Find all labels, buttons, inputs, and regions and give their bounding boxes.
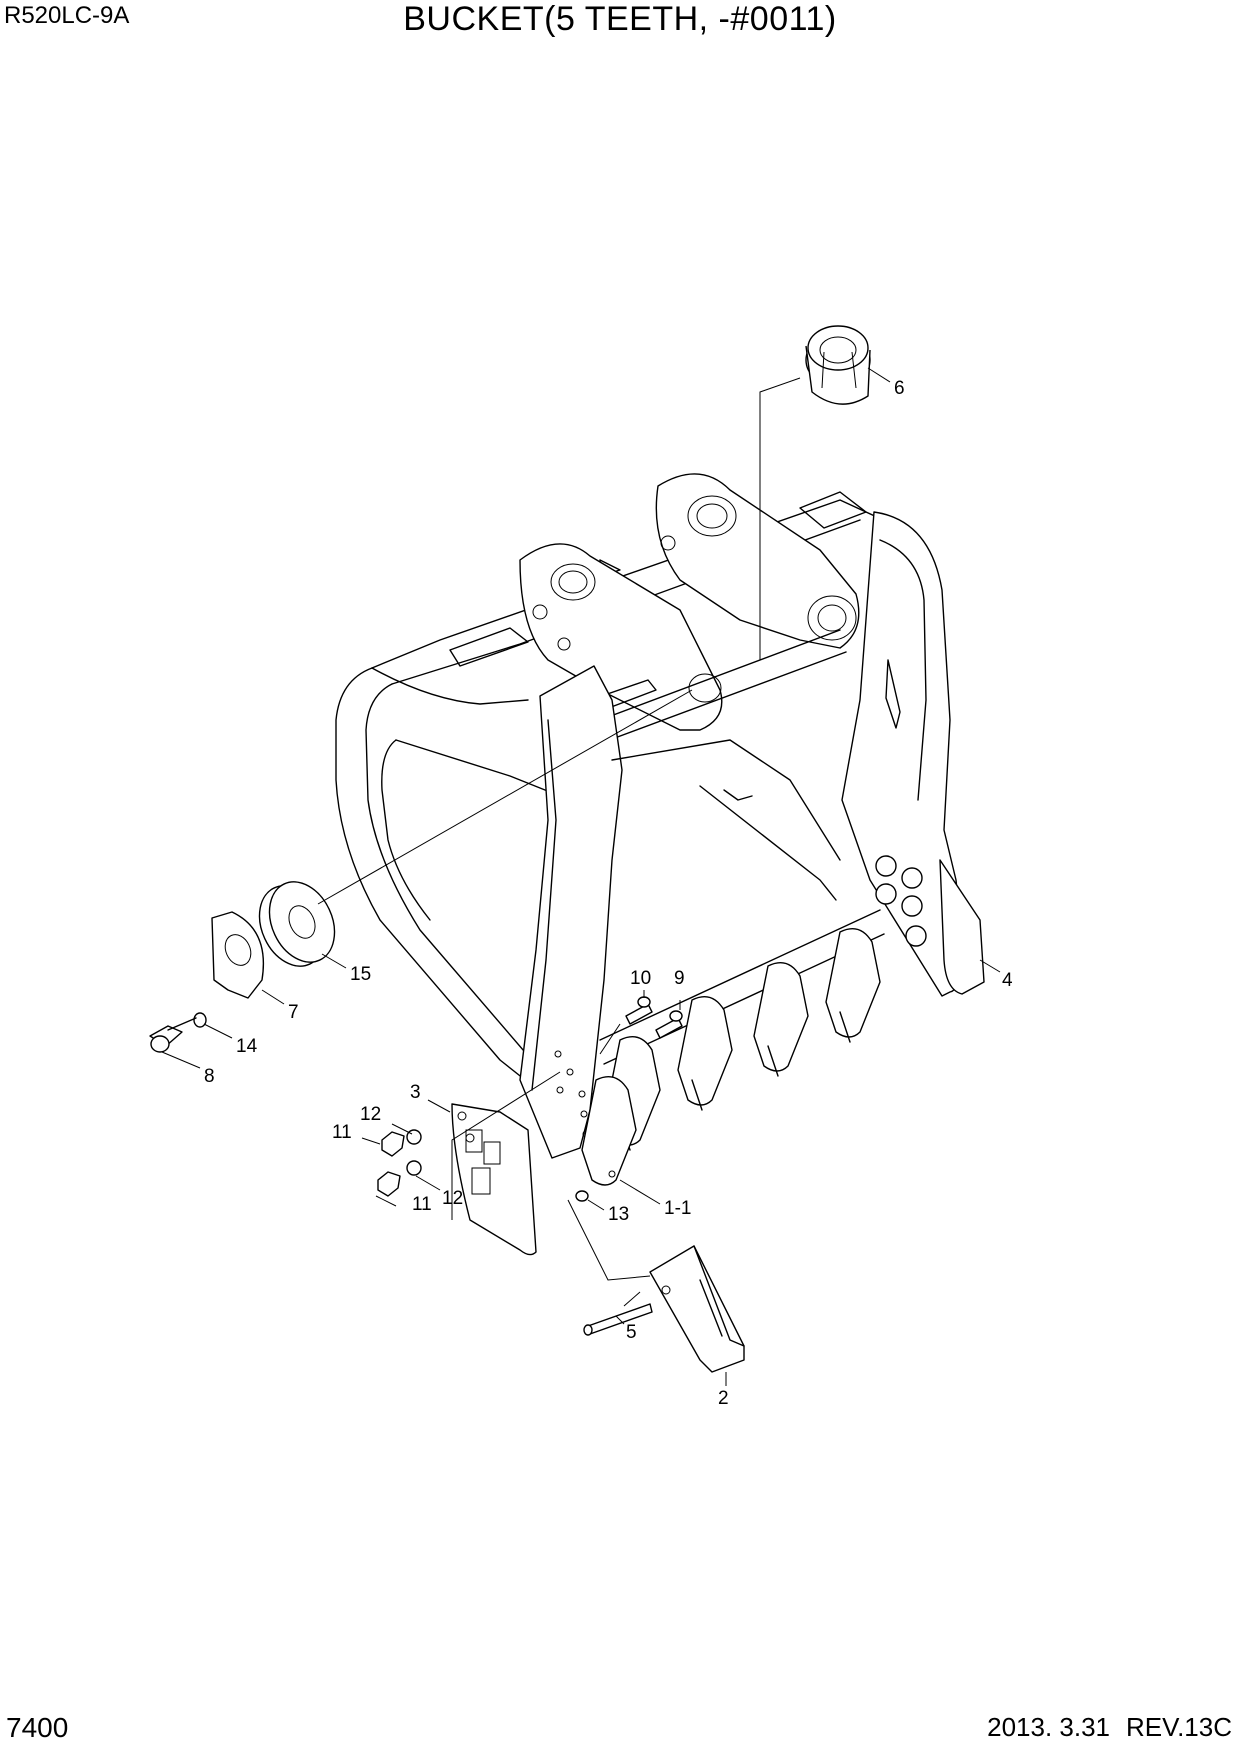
callout-9: 9: [674, 968, 685, 989]
revision-date: 2013. 3.31: [987, 1712, 1110, 1742]
revision-info: 2013. 3.31 REV.13C: [987, 1712, 1232, 1743]
callout-labels: 6 4 15 7 14 8 10 9 3 12 11 12 11 13 1-1 …: [204, 378, 1013, 1409]
callout-12-upper: 12: [360, 1104, 381, 1125]
callout-4: 4: [1002, 970, 1013, 991]
callout-11-lower: 11: [412, 1194, 432, 1215]
assembly-lead-lines: [317, 377, 801, 1307]
part-bushing: [805, 325, 871, 405]
page-number: 7400: [6, 1712, 69, 1743]
callout-11-upper: 11: [332, 1122, 352, 1143]
callout-1-1: 1-1: [664, 1198, 691, 1219]
part-nuts-washers: [377, 1129, 589, 1202]
callout-8: 8: [204, 1066, 215, 1087]
part-side-cutter: [451, 1103, 537, 1256]
part-tooth-adapters: [581, 928, 881, 1186]
part-tooth: [583, 1245, 745, 1373]
callout-10: 10: [630, 968, 651, 989]
callout-3: 3: [410, 1082, 421, 1103]
callout-leaders: [161, 367, 1001, 1386]
part-bucket-body: [335, 473, 985, 1159]
model-code: R520LC-9A: [4, 2, 130, 29]
callout-2: 2: [718, 1388, 729, 1409]
revision-code: REV.13C: [1126, 1712, 1232, 1742]
callout-13: 13: [608, 1204, 629, 1225]
callout-7: 7: [288, 1002, 299, 1023]
part-collar-assembly: [149, 881, 336, 1053]
page-title: BUCKET(5 TEETH, -#0011): [403, 0, 837, 38]
callout-15: 15: [350, 964, 371, 985]
callout-12-lower: 12: [442, 1188, 463, 1209]
callout-5: 5: [626, 1322, 637, 1343]
part-bolts: [625, 996, 683, 1039]
callout-6: 6: [894, 378, 905, 399]
callout-14: 14: [236, 1036, 258, 1057]
